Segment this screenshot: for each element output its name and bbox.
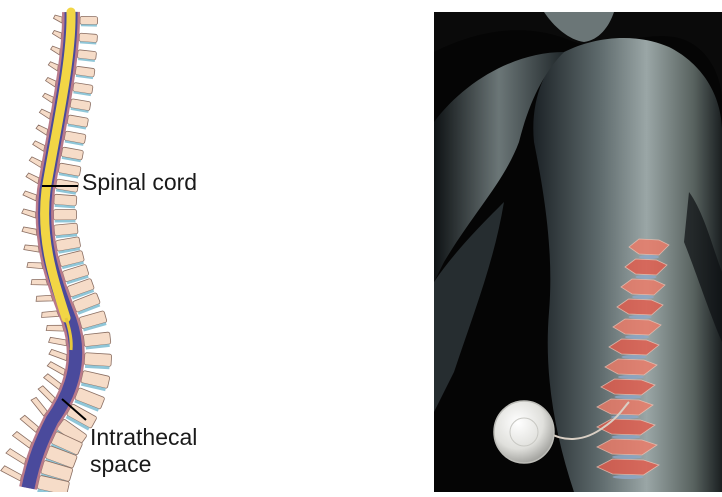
implanted-pump: [494, 401, 554, 463]
lumbar-disc: [636, 275, 657, 279]
intrathecal-space-label: Intrathecal space: [90, 424, 197, 478]
lumbar-disc: [622, 355, 647, 359]
intrathecal-label-line2: space: [90, 451, 197, 478]
lumbar-disc: [639, 255, 659, 259]
spinal-cord-label: Spinal cord: [82, 169, 197, 196]
lumbar-disc: [618, 375, 644, 379]
lumbar-disc: [629, 315, 652, 319]
intervertebral-disc: [55, 220, 76, 223]
back-illustration: [434, 12, 722, 492]
lumbar-disc: [612, 435, 641, 439]
lumbar-disc: [613, 475, 644, 479]
lumbar-disc: [632, 295, 654, 299]
intervertebral-disc: [81, 24, 97, 26]
pump-implant-photo: [434, 12, 722, 492]
lumbar-disc: [625, 335, 649, 339]
spine-diagram: Spinal cord Intrathecal space: [0, 0, 420, 492]
intrathecal-label-line1: Intrathecal: [90, 424, 197, 451]
spine-illustration: [0, 0, 420, 492]
lumbar-disc: [615, 395, 642, 399]
lumbar-disc: [612, 455, 642, 459]
